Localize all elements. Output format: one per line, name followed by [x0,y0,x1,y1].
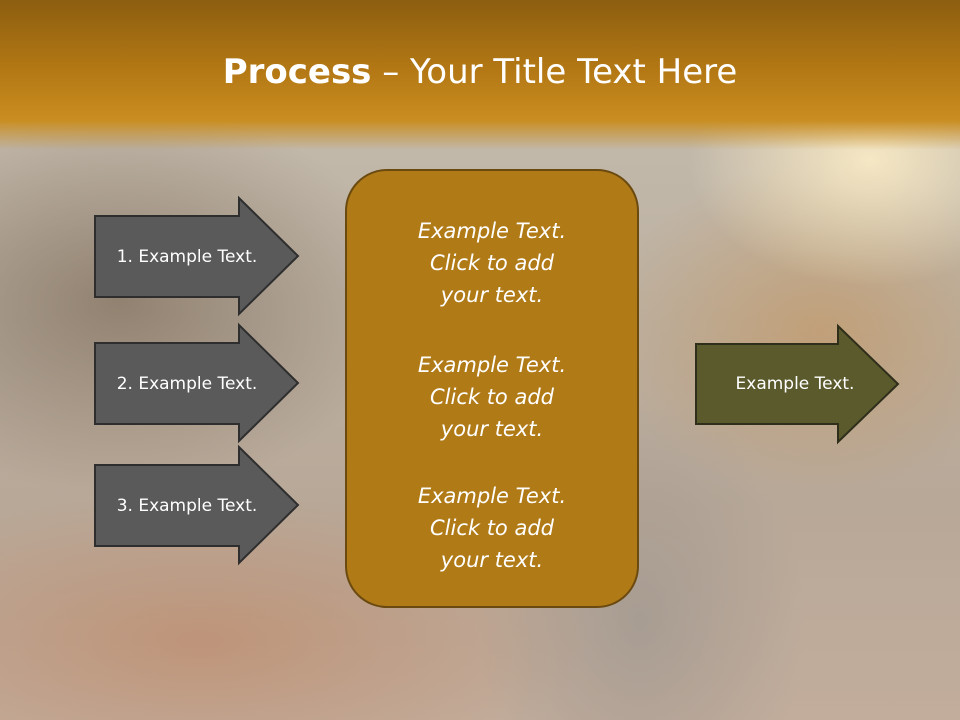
center-block-1-line-1: Example Text. [417,219,567,243]
title-banner [0,0,960,150]
center-block-3-line-2: Click to add [429,516,554,540]
left-arrow-3-label: 3. Example Text. [116,495,258,516]
center-block-2-line-3: your text. [440,417,544,441]
left-arrow-1-shape[interactable] [94,195,300,317]
center-text-box[interactable]: Example Text. Click to add your text. Ex… [345,169,639,608]
left-arrow-3-shape[interactable] [94,444,300,566]
left-arrow-2-label: 2. Example Text. [116,373,258,394]
center-text-block-2: Example Text. Click to add your text. [347,349,637,445]
left-arrow-1-label: 1. Example Text. [116,246,258,267]
center-block-3-line-1: Example Text. [417,484,567,508]
center-block-2-line-1: Example Text. [417,353,567,377]
center-block-3-line-3: your text. [440,548,544,572]
title-bold: Process [222,52,372,92]
center-text-block-3: Example Text. Click to add your text. [347,480,637,576]
center-block-1-line-3: your text. [440,283,544,307]
center-block-1-line-2: Click to add [429,251,554,275]
center-block-2-line-2: Click to add [429,385,554,409]
left-arrow-2-shape[interactable] [94,322,300,444]
center-text-block-1: Example Text. Click to add your text. [347,215,637,311]
right-arrow-shape[interactable] [695,323,900,445]
title-rest: – Your Title Text Here [371,52,738,92]
slide-title: Process – Your Title Text Here [0,52,960,92]
right-arrow-label: Example Text. [735,374,855,394]
